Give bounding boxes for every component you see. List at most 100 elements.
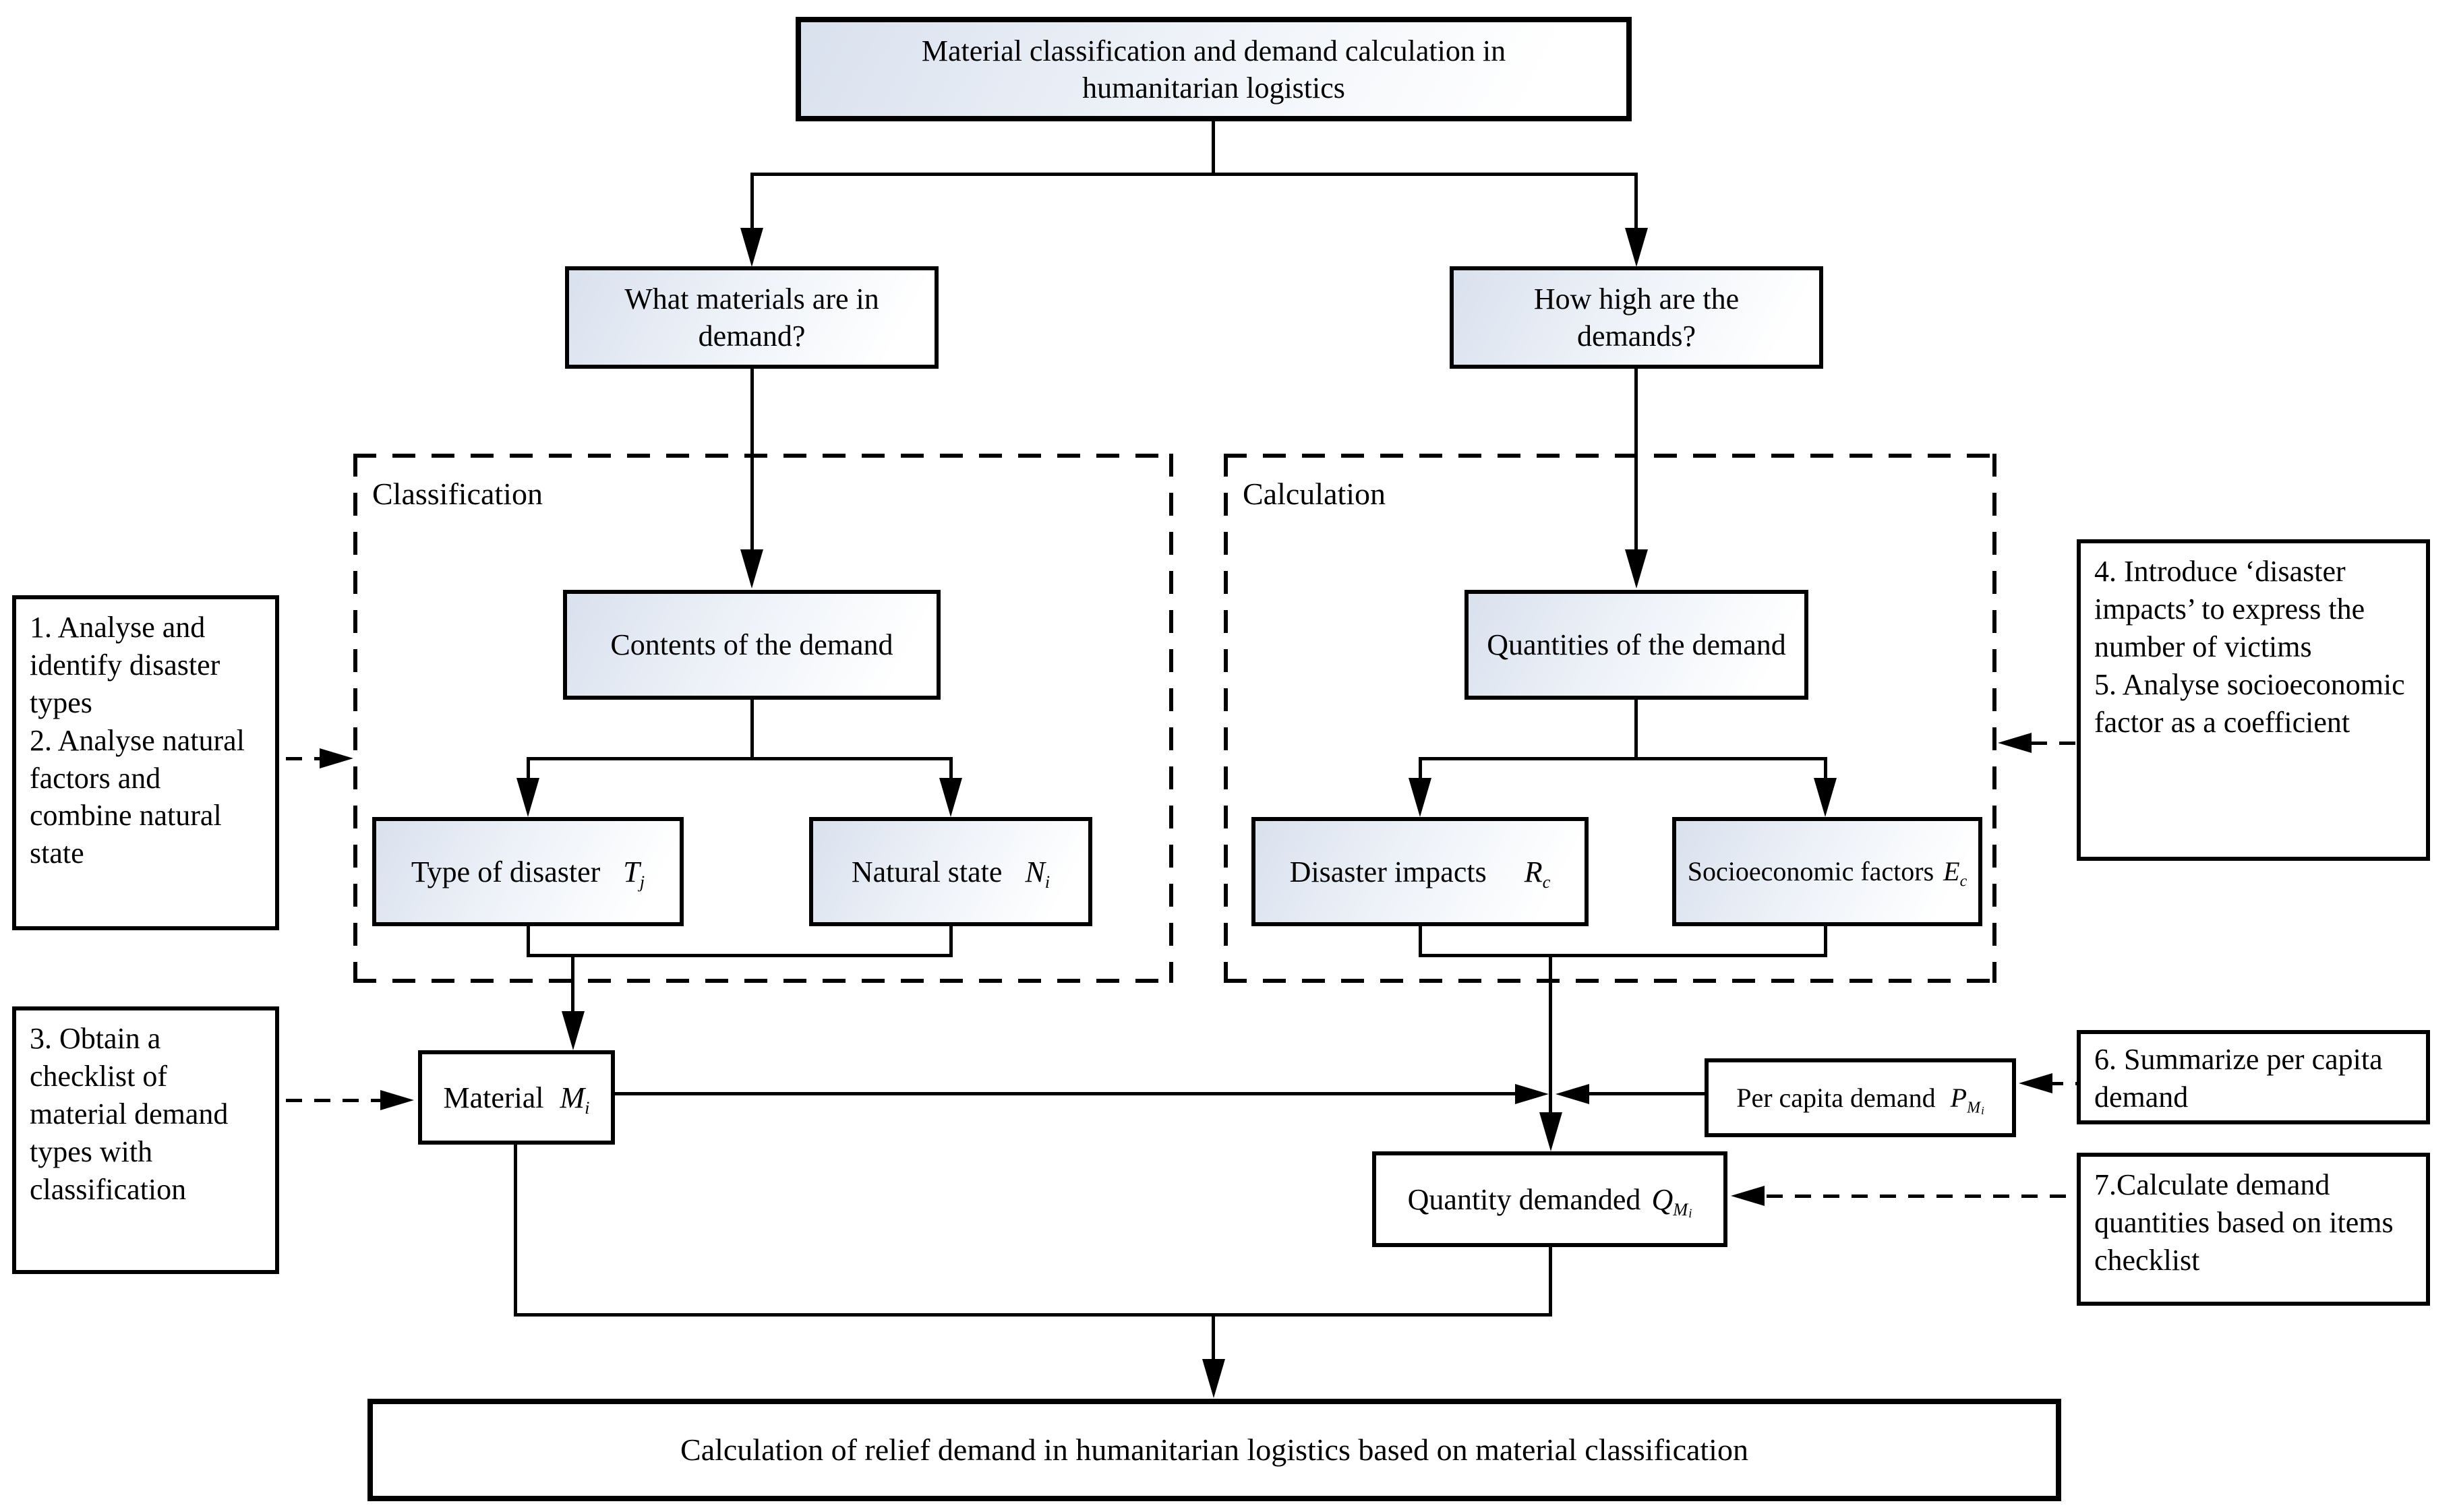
dashed-arrow-note12	[286, 757, 325, 760]
arrowhead-into-quantities	[1625, 549, 1648, 588]
classification-border-left	[353, 454, 357, 983]
node-type-of-disaster: Type of disaster Tj	[372, 817, 684, 926]
arrowhead-into-material	[562, 1011, 585, 1050]
connector-calc-to-quantity	[1549, 954, 1552, 1114]
connector-natural-merge	[949, 926, 953, 957]
symbol-sub: c	[1959, 872, 1967, 890]
connector-classification-branch	[527, 757, 953, 760]
connector-to-natural	[949, 757, 953, 781]
node-material: Material Mi	[418, 1050, 615, 1145]
connector-to-q-right	[1634, 173, 1638, 231]
symbol-base: E	[1943, 856, 1960, 886]
symbol-type-of-disaster: Tj	[623, 853, 645, 890]
connector-qright-to-quantities	[1634, 367, 1638, 552]
arrowhead-note3	[380, 1090, 414, 1110]
symbol-sub: M	[1673, 1199, 1688, 1219]
dashed-arrow-note6	[2047, 1082, 2077, 1085]
node-question-materials-label: What materials are in demand?	[624, 282, 879, 353]
classification-label: Classification	[372, 477, 543, 511]
note-steps-4-5: 4. Introduce ‘disaster impacts’ to expre…	[2077, 539, 2430, 861]
connector-percapita-to-junction	[1589, 1092, 1705, 1095]
note-step-6-text: 6. Summarize per capita demand	[2094, 1043, 2383, 1114]
connector-bottom-merge-bar	[514, 1313, 1552, 1317]
connector-to-type	[527, 757, 530, 781]
connector-disaster-merge	[1419, 926, 1422, 957]
connector-socio-merge	[1824, 926, 1827, 957]
arrowhead-note6	[2019, 1073, 2052, 1093]
node-question-demands-label: How high are the demands?	[1533, 282, 1740, 353]
node-contents-of-demand-label: Contents of the demand	[610, 628, 893, 661]
connector-class-merge-bar	[527, 954, 953, 957]
connector-quantities-down	[1634, 700, 1638, 760]
symbol-socioeconomic-factors: Ec	[1943, 855, 1967, 890]
node-quantities-of-demand-label: Quantities of the demand	[1487, 628, 1786, 661]
node-disaster-impacts: Disaster impacts Rc	[1251, 817, 1589, 926]
node-socioeconomic-factors-label: Socioeconomic factors	[1687, 856, 1934, 886]
arrowhead-into-type	[516, 778, 539, 817]
symbol-base: Q	[1651, 1182, 1674, 1216]
note-step-5-text: 5. Analyse socioeconomic factor as a coe…	[2094, 667, 2405, 739]
symbol-sub: i	[585, 1097, 590, 1118]
symbol-base: R	[1524, 855, 1543, 888]
dashed-arrow-note3	[286, 1099, 380, 1102]
symbol-base: N	[1025, 855, 1045, 888]
connector-quantity-down	[1549, 1246, 1552, 1317]
arrowhead-into-bottom-box	[1202, 1359, 1225, 1398]
calculation-border-bottom	[1224, 979, 1996, 983]
arrowhead-into-contents	[740, 549, 763, 588]
calculation-border-left	[1224, 454, 1228, 983]
connector-qleft-to-contents	[750, 367, 754, 552]
arrowhead-material-junction	[1515, 1084, 1549, 1104]
note-steps-1-2: 1. Analyse and identify disaster types 2…	[12, 595, 279, 930]
node-natural-state: Natural state Ni	[809, 817, 1092, 926]
arrowhead-note12	[320, 748, 353, 768]
arrowhead-into-q-right	[1625, 228, 1648, 267]
arrowhead-note45	[1998, 733, 2032, 753]
node-title-label: Material classification and demand calcu…	[921, 34, 1506, 104]
connector-to-disaster	[1419, 757, 1422, 781]
symbol-sub: M	[1967, 1098, 1981, 1116]
node-quantities-of-demand: Quantities of the demand	[1464, 590, 1808, 700]
symbol-sub: j	[639, 871, 645, 892]
connector-distributor	[750, 173, 1637, 176]
classification-border-top	[353, 454, 1173, 458]
symbol-sub: c	[1542, 871, 1551, 892]
node-per-capita-demand-label: Per capita demand	[1736, 1082, 1936, 1113]
connector-to-socio	[1824, 757, 1827, 781]
note-step-4-text: 4. Introduce ‘disaster impacts’ to expre…	[2094, 555, 2365, 663]
symbol-per-capita-demand: PMi	[1951, 1081, 1984, 1118]
classification-border-bottom	[353, 979, 1173, 983]
node-type-of-disaster-label: Type of disaster	[411, 855, 601, 888]
symbol-subsub: i	[1981, 1104, 1984, 1118]
node-conclusion: Calculation of relief demand in humanita…	[367, 1399, 2061, 1501]
arrowhead-percapita-junction	[1556, 1084, 1589, 1104]
note-step-6: 6. Summarize per capita demand	[2077, 1030, 2430, 1124]
calculation-label: Calculation	[1243, 477, 1386, 511]
arrowhead-into-disaster	[1409, 778, 1431, 817]
symbol-disaster-impacts: Rc	[1524, 853, 1551, 890]
symbol-base: T	[623, 855, 640, 888]
connector-to-bottom-box	[1212, 1313, 1215, 1360]
arrowhead-note7	[1731, 1186, 1765, 1206]
connector-class-to-material	[571, 954, 574, 1015]
node-disaster-impacts-label: Disaster impacts	[1289, 855, 1487, 888]
connector-calc-merge-bar	[1419, 954, 1827, 957]
connector-material-down	[514, 1143, 517, 1317]
arrowhead-into-quantity	[1539, 1112, 1562, 1151]
node-per-capita-demand: Per capita demand PMi	[1705, 1058, 2016, 1137]
node-contents-of-demand: Contents of the demand	[563, 590, 941, 700]
symbol-quantity-demanded: QMi	[1651, 1181, 1692, 1220]
connector-material-to-junction	[614, 1092, 1515, 1095]
note-step-2-text: 2. Analyse natural factors and combine n…	[30, 723, 245, 870]
arrowhead-into-q-left	[740, 228, 763, 267]
calculation-border-top	[1224, 454, 1996, 458]
symbol-material: Mi	[560, 1079, 590, 1116]
node-material-label: Material	[443, 1081, 544, 1114]
symbol-natural-state: Ni	[1025, 853, 1050, 890]
note-step-3-text: 3. Obtain a checklist of material demand…	[30, 1022, 229, 1206]
arrowhead-into-natural	[939, 778, 962, 817]
note-step-3: 3. Obtain a checklist of material demand…	[12, 1006, 279, 1274]
note-step-1-text: 1. Analyse and identify disaster types	[30, 611, 220, 719]
connector-type-merge	[527, 926, 530, 957]
